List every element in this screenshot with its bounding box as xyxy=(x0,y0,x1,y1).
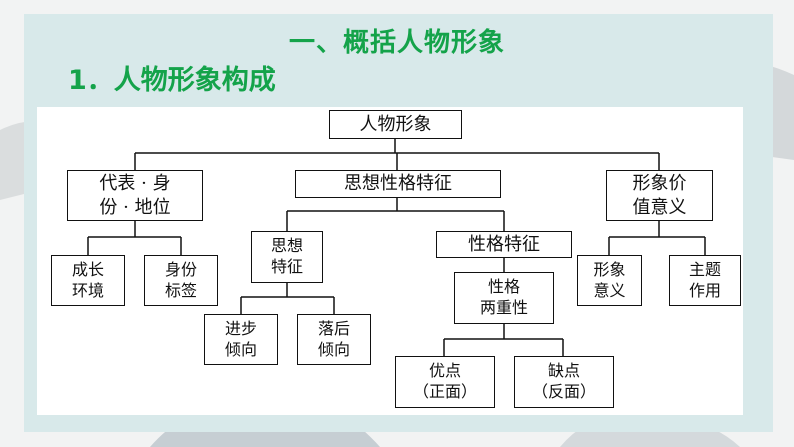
node-merits: 优点 （正面） xyxy=(395,356,495,408)
node-merits-line2: （正面） xyxy=(412,382,477,401)
node-status-line1: 身份 xyxy=(164,259,197,279)
node-traits-label: 思想性格特征 xyxy=(344,173,452,195)
node-value-line1: 形象价 xyxy=(632,173,687,195)
node-progressive-line2: 倾向 xyxy=(224,339,257,359)
node-thought-line1: 思想 xyxy=(270,236,303,256)
node-value-line2: 值意义 xyxy=(632,196,687,218)
slide-heading: 一、概括人物形象 xyxy=(288,28,505,58)
node-theme-line1: 主题 xyxy=(688,259,721,279)
node-theme: 主题 作用 xyxy=(669,255,741,306)
slide-subheading: 1．人物形象构成 xyxy=(68,65,276,96)
diagram-canvas: 人物形象 代表 · 身 份 · 地位 思想性格特征 形象价 值意义 成长 环境 … xyxy=(37,107,743,415)
node-identity-line2: 份 · 地位 xyxy=(99,196,171,218)
node-character-label: 性格特征 xyxy=(468,233,540,255)
node-growth-line1: 成长 xyxy=(71,259,104,279)
node-flaws-line2: （反面） xyxy=(531,382,596,401)
node-value: 形象价 值意义 xyxy=(606,170,713,221)
node-image-meaning-line1: 形象 xyxy=(593,259,626,279)
node-thought: 思想 特征 xyxy=(251,231,323,283)
node-image-meaning: 形象 意义 xyxy=(577,255,642,306)
node-progressive-line1: 进步 xyxy=(224,318,257,338)
node-identity-line1: 代表 · 身 xyxy=(99,173,171,195)
node-duality: 性格 两重性 xyxy=(454,272,554,324)
node-root-label: 人物形象 xyxy=(359,113,432,135)
node-root: 人物形象 xyxy=(329,110,462,139)
node-backward-line2: 倾向 xyxy=(317,339,350,359)
node-identity: 代表 · 身 份 · 地位 xyxy=(67,170,203,221)
node-growth: 成长 环境 xyxy=(51,255,125,306)
node-growth-line2: 环境 xyxy=(71,280,104,300)
node-character: 性格特征 xyxy=(436,231,572,258)
node-status-line2: 标签 xyxy=(164,280,197,300)
node-traits: 思想性格特征 xyxy=(295,170,501,198)
node-image-meaning-line2: 意义 xyxy=(593,280,626,300)
node-thought-line2: 特征 xyxy=(270,257,303,276)
diagram-connectors xyxy=(87,138,706,356)
node-progressive: 进步 倾向 xyxy=(204,314,278,365)
node-duality-line1: 性格 xyxy=(487,277,520,297)
node-status: 身份 标签 xyxy=(144,255,218,306)
node-backward: 落后 倾向 xyxy=(297,314,371,365)
node-duality-line2: 两重性 xyxy=(479,298,528,317)
node-theme-line2: 作用 xyxy=(688,280,721,300)
node-flaws: 缺点 （反面） xyxy=(514,356,614,408)
node-flaws-line1: 缺点 xyxy=(547,361,580,381)
node-backward-line1: 落后 xyxy=(317,318,350,338)
node-merits-line1: 优点 xyxy=(428,361,461,381)
